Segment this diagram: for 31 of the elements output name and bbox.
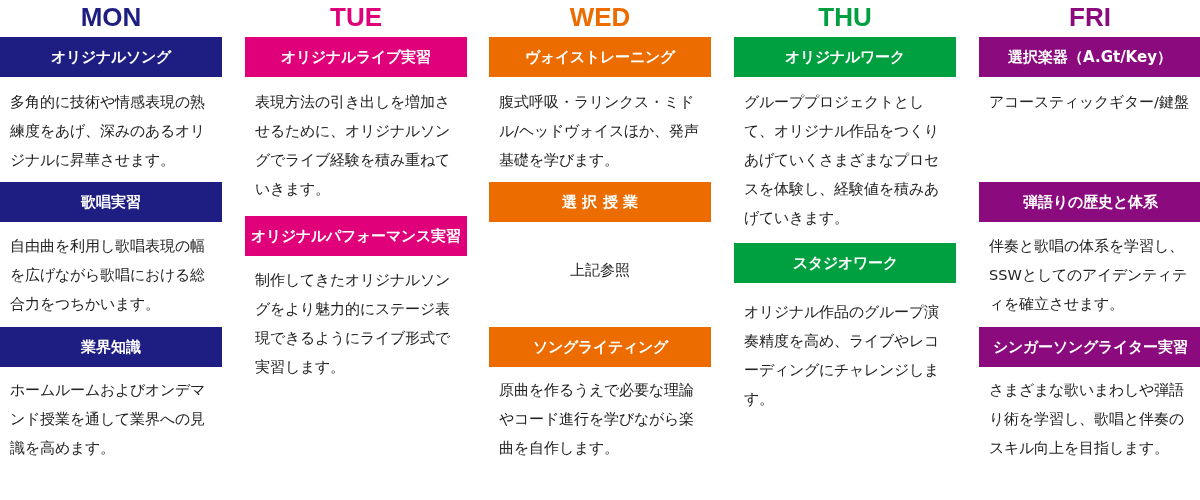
course-header-bar: オリジナルライブ実習 (245, 37, 467, 77)
course-description: 腹式呼吸・ラリンクス・ミドル/ヘッドヴォイスほか、発声基礎を学びます。 (499, 93, 700, 170)
course-description: 上記参照 (569, 261, 631, 280)
course-description: オリジナル作品のグループ演奏精度を高め、ライブやレコーディングにチャレンジします。 (744, 303, 940, 409)
course-header-bar: スタジオワーク (734, 243, 956, 283)
course-description: グループプロジェクトとして、オリジナル作品をつくりあげていくさまざまなプロセスを体験し、経験値を積みあげていきます。 (744, 93, 940, 228)
course-header-bar: 弾語りの歴史と体系 (979, 182, 1200, 222)
day-heading: THU (817, 1, 873, 34)
course-header-bar: オリジナルパフォーマンス実習 (245, 216, 467, 256)
course-description: アコースティックギター/鍵盤 (989, 93, 1190, 112)
course-description: 多角的に技術や情感表現の熟練度をあげ、深みのあるオリジナルに昇華させます。 (10, 93, 206, 170)
course-header-bar: 歌唱実習 (0, 182, 222, 222)
course-header-bar: 選 択 授 業 (489, 182, 711, 222)
day-heading: TUE (329, 1, 383, 34)
course-description: 表現方法の引き出しを増加させるために、オリジナルソングでライブ経験を積み重ねていきます。 (255, 93, 451, 199)
course-description: 自由曲を利用し歌唱表現の幅を広げながら歌唱における総合力をつちかいます。 (10, 237, 206, 314)
course-description: ホームルームおよびオンデマンド授業を通して業界への見識を高めます。 (10, 381, 206, 458)
day-heading: WED (568, 1, 632, 34)
course-header-bar: オリジナルソング (0, 37, 222, 77)
course-header-bar: オリジナルワーク (734, 37, 956, 77)
course-header-bar: 業界知識 (0, 327, 222, 367)
course-header-bar: ソングライティング (489, 327, 711, 367)
course-description: 伴奏と歌唱の体系を学習し、SSWとしてのアイデンティティを確立させます。 (989, 237, 1188, 314)
course-description: さまざまな歌いまわしや弾語り術を学習し、歌唱と伴奏のスキル向上を目指します。 (989, 381, 1185, 458)
course-header-bar: 選択楽器（A.Gt/Key） (979, 37, 1200, 77)
course-description: 制作してきたオリジナルソングをより魅力的にステージ表現できるようにライブ形式で実習します。 (255, 271, 451, 377)
day-heading: MON (79, 1, 143, 34)
course-header-bar: ヴォイストレーニング (489, 37, 711, 77)
course-header-bar: シンガーソングライター実習 (979, 327, 1200, 367)
course-description: 原曲を作るうえで必要な理論やコード進行を学びながら楽曲を自作します。 (499, 381, 695, 458)
day-heading: FRI (1068, 1, 1112, 34)
